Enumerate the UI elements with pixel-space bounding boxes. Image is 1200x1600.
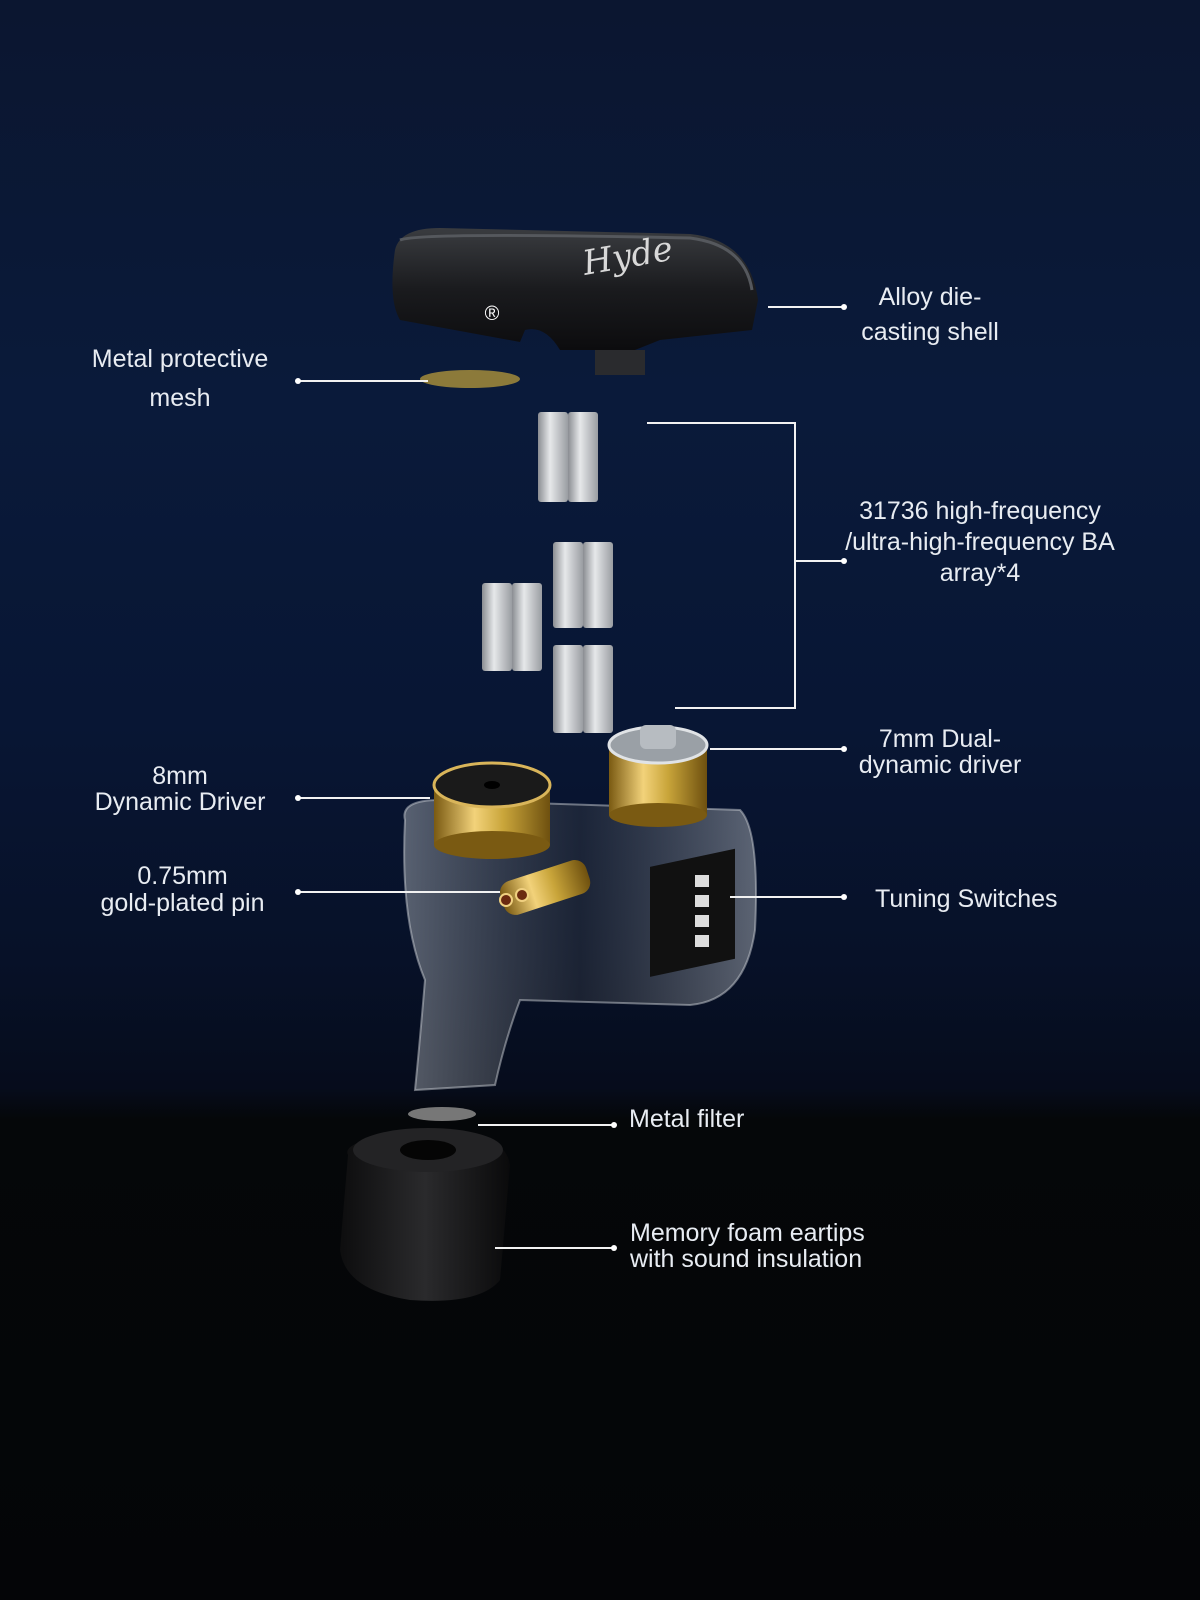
label-dual-driver: 7mm Dual- dynamic driver (840, 726, 1040, 778)
label-line: array*4 (939, 559, 1021, 587)
metal-filter (408, 1107, 476, 1121)
leader-mesh (298, 380, 428, 382)
leader-dot (841, 558, 847, 564)
label-line: dynamic driver (858, 751, 1022, 779)
label-line: 31736 high-frequency (859, 497, 1101, 525)
leader-dual-driver (710, 748, 844, 750)
dynamic-driver-8mm (432, 761, 552, 859)
tuning-switches (650, 848, 735, 977)
leader-dot (841, 746, 847, 752)
label-line: casting shell (861, 318, 999, 346)
label-tuning-switches: Tuning Switches (875, 886, 1058, 913)
label-alloy-shell: Alloy die- casting shell (840, 284, 1020, 346)
leader-filter (478, 1124, 614, 1126)
label-metal-filter: Metal filter (629, 1106, 744, 1133)
leader-dot (295, 795, 301, 801)
leader-shell (768, 306, 844, 308)
registered-mark: ® (485, 303, 500, 325)
label-line: Metal filter (629, 1105, 745, 1133)
label-metal-mesh: Metal protective mesh (70, 346, 290, 412)
label-line: Memory foam eartips (630, 1219, 865, 1247)
bracket-side (794, 422, 796, 709)
bracket-bottom (675, 707, 796, 709)
memory-foam-eartip (340, 1128, 510, 1301)
label-line: Tuning Switches (875, 885, 1058, 913)
leader-dynamic-driver (298, 797, 430, 799)
leader-switches (730, 896, 844, 898)
leader-dot (841, 304, 847, 310)
leader-pin (298, 891, 500, 893)
label-line: Alloy die- (878, 283, 982, 311)
label-line: mesh (149, 384, 211, 412)
bracket-top (647, 422, 796, 424)
label-line: with sound insulation (630, 1245, 863, 1273)
label-line: gold-plated pin (100, 889, 265, 917)
label-line: 7mm Dual- (878, 725, 1002, 753)
label-ba-array: 31736 high-frequency /ultra-high-frequen… (830, 496, 1130, 589)
ba-drivers (482, 412, 613, 733)
label-line: 8mm (152, 762, 208, 790)
label-line: 0.75mm (137, 862, 228, 890)
gold-pin (499, 860, 591, 915)
dual-dynamic-driver-7mm (607, 725, 709, 827)
metal-mesh (420, 370, 520, 388)
label-dynamic-driver: 8mm Dynamic Driver (70, 763, 290, 815)
leader-dot (611, 1122, 617, 1128)
alloy-shell: Hyde ® (392, 228, 758, 375)
leader-dot (295, 378, 301, 384)
label-line: Metal protective (91, 345, 269, 373)
leader-dot (841, 894, 847, 900)
label-line: Dynamic Driver (94, 788, 266, 816)
label-eartips: Memory foam eartips with sound insulatio… (630, 1220, 865, 1272)
leader-dot (295, 889, 301, 895)
leader-ba (796, 560, 844, 562)
leader-eartips (495, 1247, 614, 1249)
label-line: /ultra-high-frequency BA (845, 528, 1115, 556)
leader-dot (611, 1245, 617, 1251)
label-gold-pin: 0.75mm gold-plated pin (70, 863, 295, 917)
